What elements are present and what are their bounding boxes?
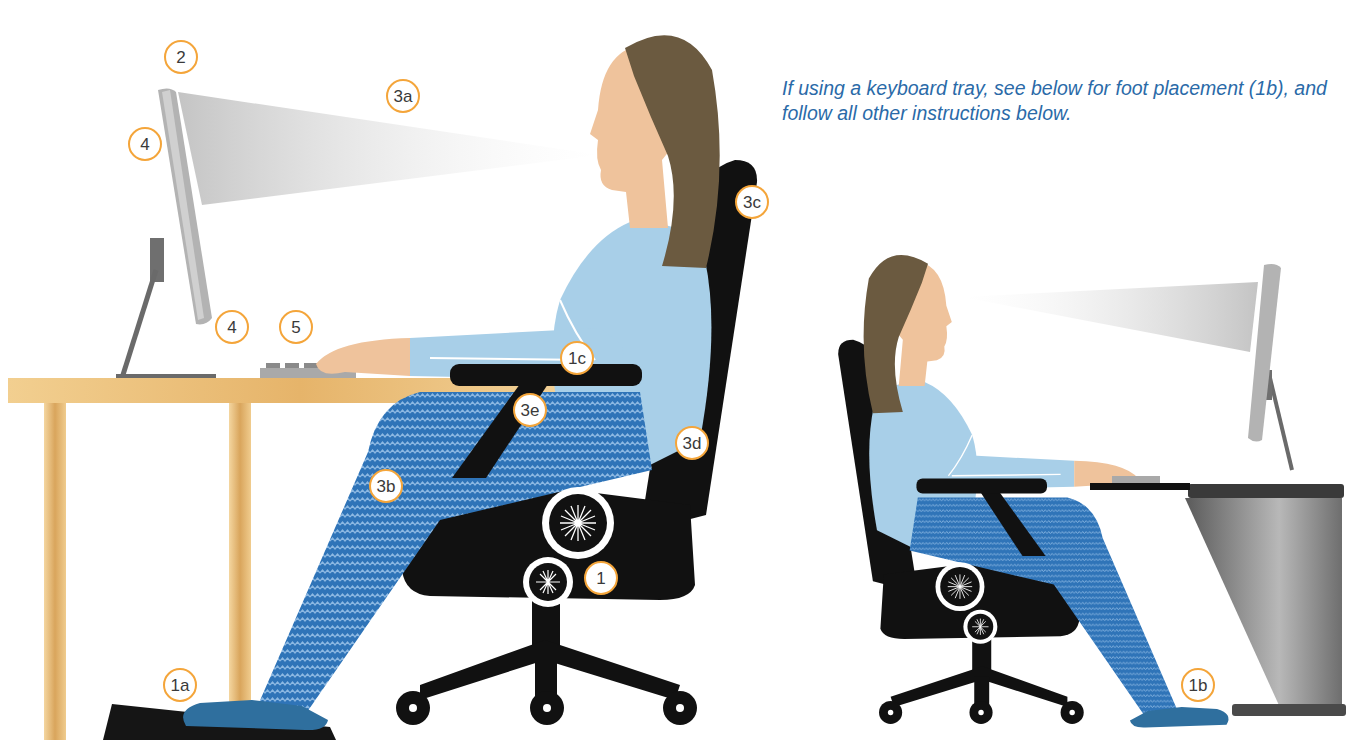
note-text: If using a keyboard tray, see below for …: [782, 76, 1365, 126]
callout-number: 1: [584, 561, 618, 595]
callout-number: 1b: [1181, 668, 1215, 702]
callout-number: 3c: [735, 185, 769, 219]
callout-number: 3a: [386, 79, 420, 113]
callout-number: 1c: [560, 341, 594, 375]
callout-number: 2: [164, 40, 198, 74]
callout-number: 3b: [369, 469, 403, 503]
callout-number: 4: [215, 310, 249, 344]
callout-number: 3d: [675, 426, 709, 460]
callout-number: 1a: [163, 668, 197, 702]
callout-number: 5: [279, 310, 313, 344]
callout-number: 3e: [513, 393, 547, 427]
callout-number: 4: [128, 127, 162, 161]
